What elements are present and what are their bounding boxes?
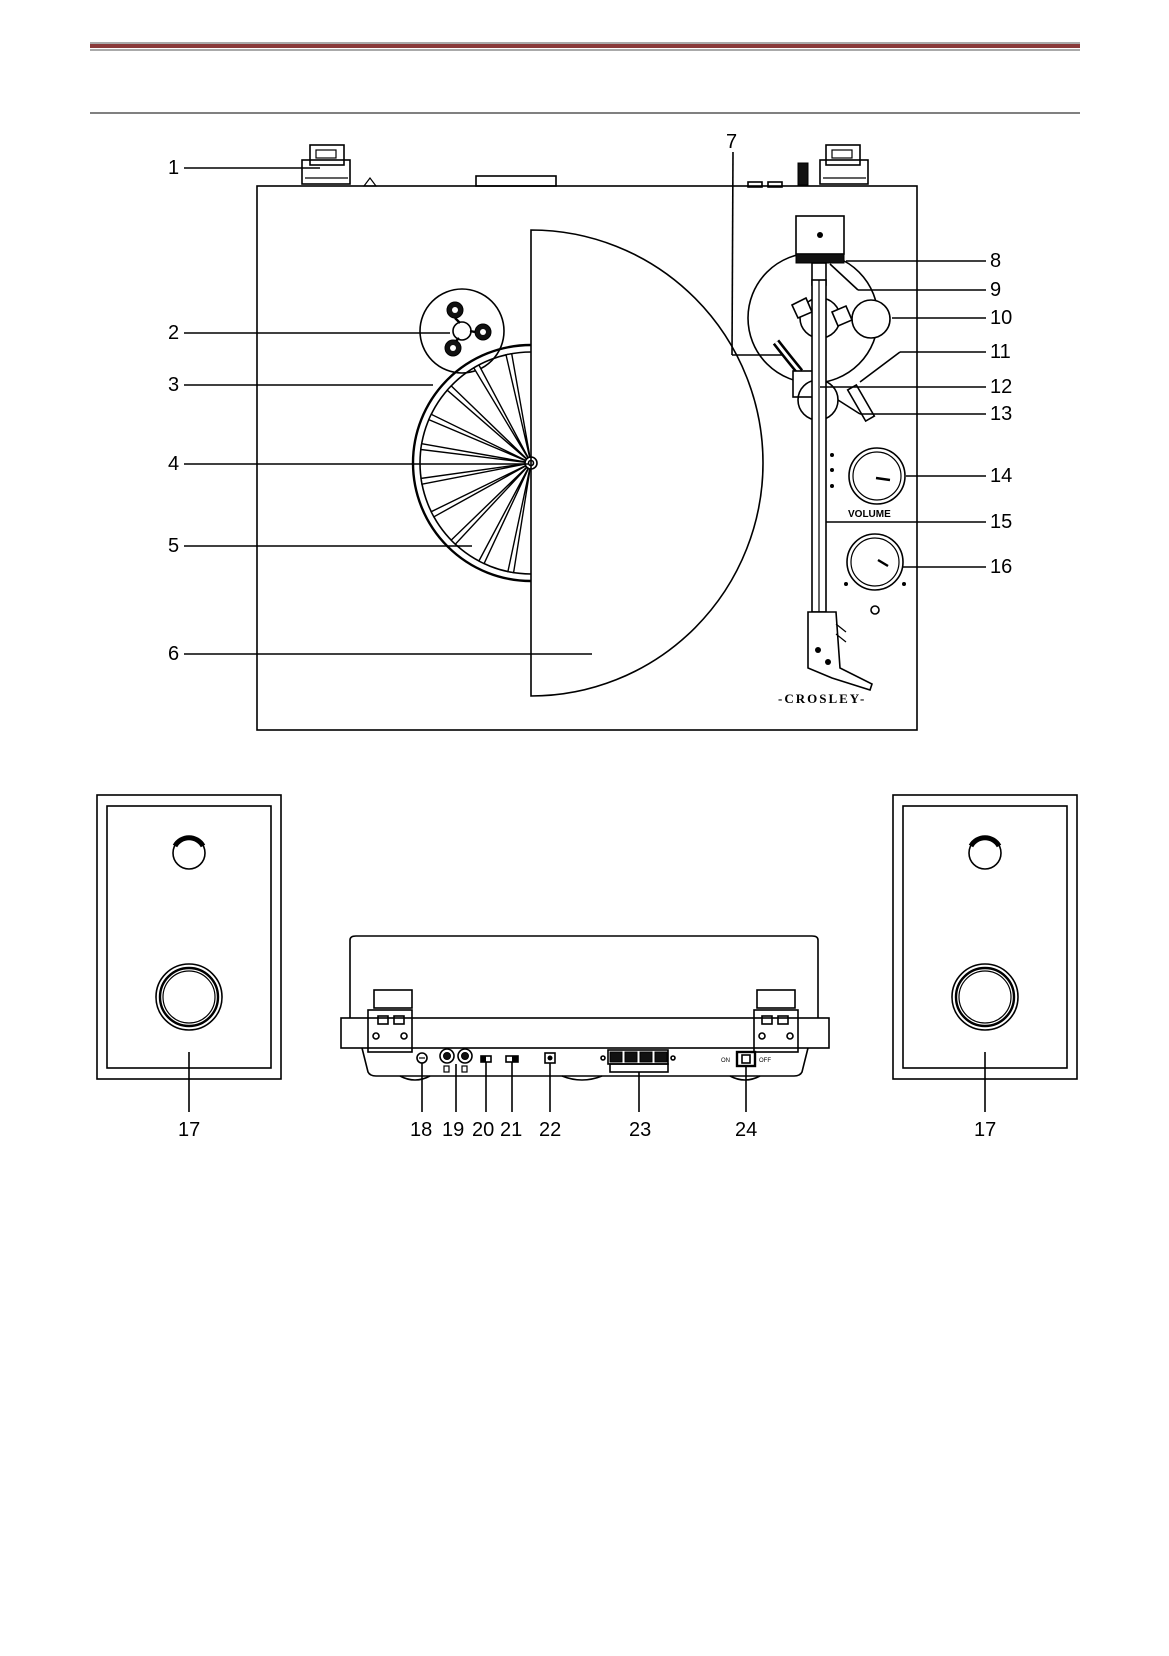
callout-21: 21 bbox=[500, 1119, 522, 1141]
power-switch: ON OFF bbox=[721, 1052, 771, 1066]
callout-10: 10 bbox=[990, 307, 1012, 329]
callout-15: 15 bbox=[990, 511, 1012, 533]
dust-cover-hinge-right bbox=[820, 145, 868, 184]
callout-14: 14 bbox=[990, 465, 1012, 487]
platter-mat bbox=[531, 230, 763, 696]
lift-lever bbox=[848, 385, 875, 421]
header-color-rule bbox=[90, 44, 1080, 48]
platter-spoke bbox=[506, 354, 531, 463]
callout-6: 6 bbox=[168, 643, 179, 665]
callout-3: 3 bbox=[168, 374, 179, 396]
arm-rest bbox=[793, 371, 813, 397]
rear-hinge-left bbox=[368, 990, 412, 1052]
speaker-terminals bbox=[601, 1050, 675, 1072]
rear-hinge-right bbox=[754, 990, 798, 1052]
power-indicator bbox=[871, 606, 879, 614]
callout-17-right: 17 bbox=[974, 1119, 996, 1141]
header-rules bbox=[90, 43, 1080, 113]
rear-body bbox=[341, 1018, 829, 1048]
callout-17-left: 17 bbox=[178, 1119, 200, 1141]
callout-13: 13 bbox=[990, 403, 1012, 425]
callout-11: 11 bbox=[990, 341, 1011, 363]
callout-8: 8 bbox=[990, 250, 1001, 272]
callout-5: 5 bbox=[168, 535, 179, 557]
turntable-top-view: VOLUME -CROSLEY- 1 2 3 4 5 6 7 bbox=[168, 131, 1012, 730]
power-switch-off-label: OFF bbox=[759, 1058, 771, 1064]
callout-4: 4 bbox=[168, 453, 179, 475]
callout-7: 7 bbox=[726, 131, 737, 153]
dust-cover-hinge-left bbox=[302, 145, 350, 184]
callouts-bottom: 17 18 19 20 21 22 23 24 17 bbox=[178, 1119, 996, 1141]
callout-1: 1 bbox=[168, 157, 179, 179]
platter-spokes bbox=[421, 354, 531, 573]
callout-20: 20 bbox=[472, 1119, 494, 1141]
volume-label: VOLUME bbox=[848, 509, 891, 520]
top-knob bbox=[798, 163, 808, 185]
volume-knob bbox=[830, 448, 905, 504]
adapter-45-rpm bbox=[420, 289, 504, 373]
speaker-woofer bbox=[156, 964, 222, 1030]
speaker-left bbox=[97, 795, 281, 1112]
top-corner-notch bbox=[364, 178, 376, 186]
callout-16: 16 bbox=[990, 556, 1012, 578]
top-center-tab bbox=[476, 176, 556, 186]
dust-cover-rear bbox=[350, 936, 818, 1018]
callout-23: 23 bbox=[629, 1119, 651, 1141]
speed-selector-knob bbox=[844, 534, 906, 614]
power-switch-on-label: ON bbox=[721, 1058, 730, 1064]
anti-skate-knob bbox=[852, 300, 890, 338]
speaker-right bbox=[893, 795, 1077, 1112]
brand-logo: -CROSLEY- bbox=[778, 691, 866, 706]
speaker-woofer bbox=[952, 964, 1018, 1030]
platter-spoke bbox=[508, 463, 531, 573]
callout-19: 19 bbox=[442, 1119, 464, 1141]
callout-2: 2 bbox=[168, 322, 179, 344]
callout-9: 9 bbox=[990, 279, 1001, 301]
callout-18: 18 bbox=[410, 1119, 432, 1141]
turntable-rear-view: ON OFF bbox=[341, 936, 829, 1112]
callouts-left: 1 2 3 4 5 6 bbox=[168, 157, 592, 665]
callout-22: 22 bbox=[539, 1119, 561, 1141]
callout-24: 24 bbox=[735, 1119, 757, 1141]
callout-12: 12 bbox=[990, 376, 1012, 398]
